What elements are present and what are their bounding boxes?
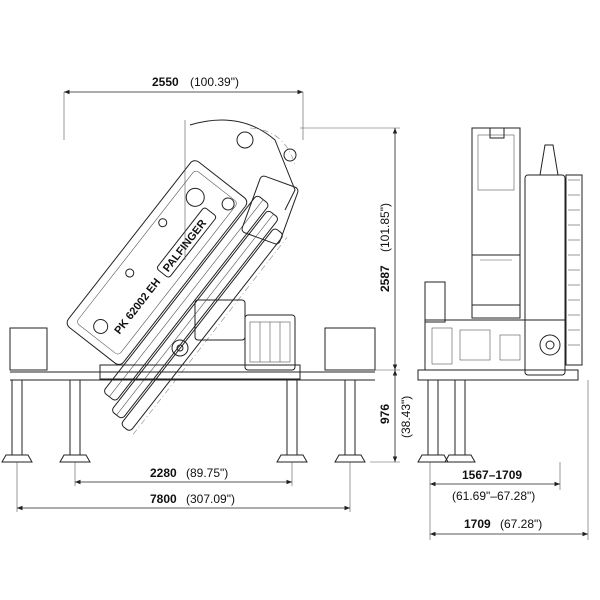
outrigger-legs-front: [1, 379, 366, 463]
boom-knuckle: [184, 119, 299, 260]
right-outrigger-box: [324, 327, 376, 371]
outer-span-dimension: 7800 (307.09"): [16, 462, 351, 512]
base-height-dimension: 976 (38.43"): [370, 370, 413, 463]
overall-width-dimension: 2550 (100.39"): [63, 75, 304, 140]
inner-span-imperial: (89.75"): [186, 466, 228, 480]
side-base: [424, 319, 566, 371]
inner-span-metric: 2280: [150, 466, 177, 480]
side-width-dimension: 1709 (67.28"): [430, 380, 589, 540]
crane-boom: PK 62002 EH PALFINGER: [66, 160, 288, 435]
side-view: 1567–1709 (61.69"–67.28") 1709 (67.28"): [417, 127, 589, 540]
base-height-imperial: (38.43"): [399, 396, 413, 438]
overall-width-metric: 2550: [152, 75, 179, 89]
side-boom: [524, 174, 566, 376]
base-height-metric: 976: [378, 404, 392, 424]
front-view: 2550 (100.39") PK 62002 EH PALFIN: [1, 75, 413, 512]
height-metric: 2587: [378, 265, 392, 292]
left-outrigger-box: [9, 327, 48, 371]
inner-span-dimension: 2280 (89.75"): [74, 462, 293, 486]
outer-span-metric: 7800: [150, 492, 177, 506]
side-width-imperial: (67.28"): [500, 517, 542, 531]
height-dimension: 2587 (101.85"): [300, 127, 400, 371]
side-boom-ribs: [565, 174, 583, 366]
side-width-metric: 1709: [464, 517, 491, 531]
outer-span-imperial: (307.09"): [186, 492, 235, 506]
model-label: PK 62002 EH: [112, 276, 163, 336]
height-imperial: (101.85"): [378, 203, 392, 252]
side-width-range-imperial: (61.69"–67.28"): [452, 489, 535, 503]
overall-width-imperial: (100.39"): [190, 75, 239, 89]
side-column: [471, 127, 521, 319]
side-width-range-dimension: 1567–1709 (61.69"–67.28"): [429, 462, 561, 540]
outrigger-legs-side: [417, 379, 476, 463]
side-width-range-metric: 1567–1709: [462, 468, 522, 482]
